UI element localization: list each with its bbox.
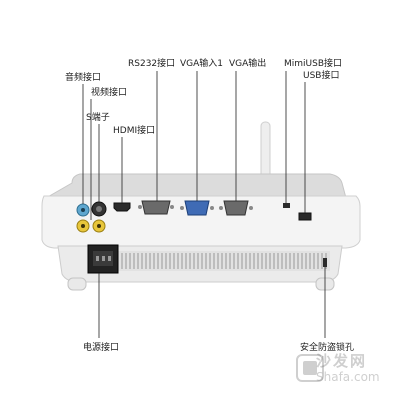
- vent-slat: [189, 253, 191, 269]
- label-audio-port: 音频接口: [65, 73, 102, 83]
- label-rs232-port: RS232接口: [128, 59, 176, 69]
- label-vga-input: VGA输入1: [180, 59, 224, 69]
- vent-slat: [165, 253, 167, 269]
- watermark: 沙发网 Shafa.com: [280, 350, 390, 388]
- vent-slat: [237, 253, 239, 269]
- vent-slat: [209, 253, 211, 269]
- vent-slat: [157, 253, 159, 269]
- label-video-port: 视频接口: [91, 88, 128, 98]
- vent-slat: [233, 253, 235, 269]
- vent-slat: [121, 253, 123, 269]
- vent-slat: [321, 253, 323, 269]
- vent-slat: [301, 253, 303, 269]
- vent-slat: [285, 253, 287, 269]
- audio-jack: [76, 203, 90, 217]
- vent-slat: [125, 253, 127, 269]
- mini-usb-port: [283, 203, 290, 208]
- vent-slat: [197, 253, 199, 269]
- vent-slat: [229, 253, 231, 269]
- vent-slat: [225, 253, 227, 269]
- vent-grille: [121, 253, 327, 269]
- label-power-port: 电源接口: [83, 343, 120, 353]
- vent-slat: [313, 253, 315, 269]
- video-jack: [76, 219, 90, 233]
- vent-slat: [221, 253, 223, 269]
- vent-slat: [289, 253, 291, 269]
- vent-slat: [205, 253, 207, 269]
- vent-slat: [317, 253, 319, 269]
- watermark-en-text: Shafa.com: [316, 370, 380, 384]
- vent-slat: [249, 253, 251, 269]
- vent-slat: [265, 253, 267, 269]
- label-usb-port: USB接口: [303, 71, 340, 81]
- hdmi-port: [113, 202, 131, 212]
- vent-slat: [193, 253, 195, 269]
- vent-slat: [185, 253, 187, 269]
- vent-slat: [129, 253, 131, 269]
- vent-slat: [149, 253, 151, 269]
- vga-output-port: [219, 200, 253, 216]
- vga-input-port: [180, 200, 214, 216]
- vent-slat: [217, 253, 219, 269]
- vent-slat: [153, 253, 155, 269]
- vent-slat: [161, 253, 163, 269]
- vent-slat: [177, 253, 179, 269]
- vent-slat: [253, 253, 255, 269]
- watermark-logo-icon: [296, 354, 324, 382]
- power-socket: [87, 244, 119, 274]
- vent-slat: [245, 253, 247, 269]
- label-mini-usb-port: MimiUSB接口: [284, 59, 343, 69]
- vent-slat: [273, 253, 275, 269]
- vent-slat: [137, 253, 139, 269]
- vent-slat: [133, 253, 135, 269]
- label-hdmi-port: HDMI接口: [113, 126, 156, 136]
- usb-port: [298, 212, 312, 221]
- label-vga-output: VGA输出: [229, 59, 267, 69]
- vent-slat: [181, 253, 183, 269]
- vent-slat: [257, 253, 259, 269]
- vent-slat: [305, 253, 307, 269]
- label-s-terminal: S端子: [86, 113, 110, 123]
- vent-slat: [281, 253, 283, 269]
- security-lock-slot: [323, 258, 327, 267]
- vent-slat: [277, 253, 279, 269]
- vent-slat: [309, 253, 311, 269]
- leader-lines: [82, 71, 326, 338]
- vent-slat: [261, 253, 263, 269]
- vent-slat: [145, 253, 147, 269]
- vent-slat: [141, 253, 143, 269]
- vent-slat: [297, 253, 299, 269]
- vent-slat: [173, 253, 175, 269]
- vent-slat: [241, 253, 243, 269]
- vent-slat: [169, 253, 171, 269]
- vent-slat: [269, 253, 271, 269]
- video-rca-jack: [92, 219, 106, 233]
- vent-slat: [293, 253, 295, 269]
- foot-left: [67, 277, 87, 291]
- vent-slat: [201, 253, 203, 269]
- vent-slat: [213, 253, 215, 269]
- watermark-cn-text: 沙发网: [316, 352, 368, 370]
- rs232-port: [138, 200, 174, 215]
- label-security-lock: 安全防盗锁孔: [300, 343, 355, 353]
- s-video-port: [91, 201, 107, 217]
